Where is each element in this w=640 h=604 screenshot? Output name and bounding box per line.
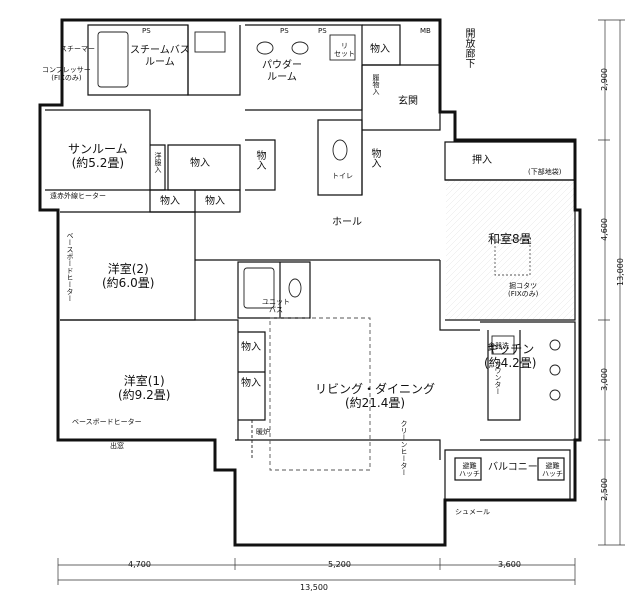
wall-closet-right xyxy=(245,139,276,191)
closet-top-label: 物入 xyxy=(370,44,390,55)
sink-2 xyxy=(291,41,309,55)
mb-label: MB xyxy=(420,27,431,35)
kitchen-counter xyxy=(487,330,521,421)
stove-2 xyxy=(549,364,561,376)
steam-bath-label: スチームバス ルーム xyxy=(130,45,190,68)
dim-right-total: 13,000 xyxy=(616,258,625,286)
washer xyxy=(329,34,356,61)
western1-label: 洋室(1) (約9.2畳) xyxy=(118,374,171,402)
dim-right-3: 3,000 xyxy=(600,368,609,391)
tatami-floor xyxy=(446,181,574,319)
dim-bottom-total: 13,500 xyxy=(300,583,328,592)
stove-3 xyxy=(549,389,561,401)
dim-right-1: 2,900 xyxy=(600,68,609,91)
compressor-label: コンプレッサー (FIXのみ) xyxy=(42,66,91,82)
closet-w1-1-label: 物入 xyxy=(241,342,261,353)
western2-label: 洋室(2) (約6.0畳) xyxy=(102,262,155,290)
closet-w1-2-label: 物入 xyxy=(241,378,261,389)
steam-cabinet xyxy=(194,31,226,53)
balcony-label: バルコニー xyxy=(488,462,538,473)
wall-w1-closets xyxy=(238,331,266,421)
hatch-right xyxy=(537,457,565,481)
toilet-bowl xyxy=(332,139,348,161)
closet-center-label: 物入 xyxy=(190,158,210,169)
dim-right-2: 4,600 xyxy=(600,218,609,241)
kotatsu-label: 掘コタツ (FIXのみ) xyxy=(508,282,539,298)
steamer-label: スチーマー xyxy=(60,45,95,53)
ps-label-2: PS xyxy=(280,27,289,35)
ps-label-3: PS xyxy=(318,27,327,35)
closet-right-label: 物入 xyxy=(254,150,265,170)
unit-toilet xyxy=(288,278,302,298)
bathtub xyxy=(97,31,129,88)
clean-heater-label: クリーンヒーター xyxy=(400,420,408,476)
closet-row-2-label: 物入 xyxy=(205,196,225,207)
baseboard-heater-w2-label: ベースボードヒーター xyxy=(66,232,74,302)
stove-1 xyxy=(549,339,561,351)
living-dashed xyxy=(269,317,371,471)
hatch-left-label: 避難 ハッチ xyxy=(459,462,480,478)
closet-toilet-label: 物入 xyxy=(369,148,380,168)
wall-washitsu xyxy=(445,179,576,321)
kitchen-sink xyxy=(491,335,515,355)
washitsu-label: 和室8畳 xyxy=(488,232,532,246)
western-closet-label: 洋服入 xyxy=(154,152,162,173)
floor-heater-label: 遠赤外線ヒーター xyxy=(50,192,106,200)
entrance-label: 玄関 xyxy=(398,96,418,107)
hatch-left xyxy=(454,457,482,481)
wall-unit-bath xyxy=(237,261,311,319)
dim-bottom-mid: 5,200 xyxy=(328,560,351,569)
wall-steam-right xyxy=(187,25,241,96)
sink-1 xyxy=(256,41,274,55)
counter-label: カウンター xyxy=(494,360,502,395)
lower-storage-label: (下部地袋) xyxy=(528,168,562,176)
dim-bottom-left: 4,700 xyxy=(128,560,151,569)
oshiire-label: 押入 xyxy=(472,155,492,166)
hatch-right-label: 避難 ハッチ xyxy=(542,462,563,478)
wall-closets-row xyxy=(149,189,241,213)
baseboard-heater-w1-label: ベースボードヒーター xyxy=(72,418,142,426)
dim-bottom-right: 3,600 xyxy=(498,560,521,569)
powder-room-label: パウダー ルーム xyxy=(262,60,302,83)
living-label: リビング・ダイニング (約21.4畳) xyxy=(315,382,436,410)
fireplace-label: 暖炉 xyxy=(256,428,270,436)
wall-western1 xyxy=(60,319,239,440)
ps-label-1: PS xyxy=(142,27,151,35)
wall-toilet xyxy=(317,119,363,196)
unit-bathtub xyxy=(243,267,275,309)
shoe-closet-label: 履物入 xyxy=(372,74,380,95)
wall-living-right xyxy=(439,260,480,331)
wall-sunroom xyxy=(45,109,151,191)
unit-bath-label: ユニット バス xyxy=(262,298,290,314)
balcony-rail xyxy=(444,449,571,501)
sunroom-label: サンルーム (約5.2畳) xyxy=(68,142,128,170)
toilet-label: トイレ xyxy=(332,172,353,180)
open-corridor-label: 開放廊下 xyxy=(463,28,474,68)
kitchen-label: キッチン (約4.2畳) xyxy=(484,342,537,370)
wall-kitchen xyxy=(480,321,576,441)
wall-living-bottom xyxy=(235,439,441,460)
shumeru-label: シュメール xyxy=(455,508,490,516)
dishwasher-label: 食器洗 xyxy=(488,342,509,350)
dim-right-4: 2,500 xyxy=(600,478,609,501)
closet-row-1-label: 物入 xyxy=(160,196,180,207)
bay-window-label: 出窓 xyxy=(110,442,124,450)
set-label: リ セット xyxy=(334,42,355,58)
hall-label: ホール xyxy=(332,217,362,228)
